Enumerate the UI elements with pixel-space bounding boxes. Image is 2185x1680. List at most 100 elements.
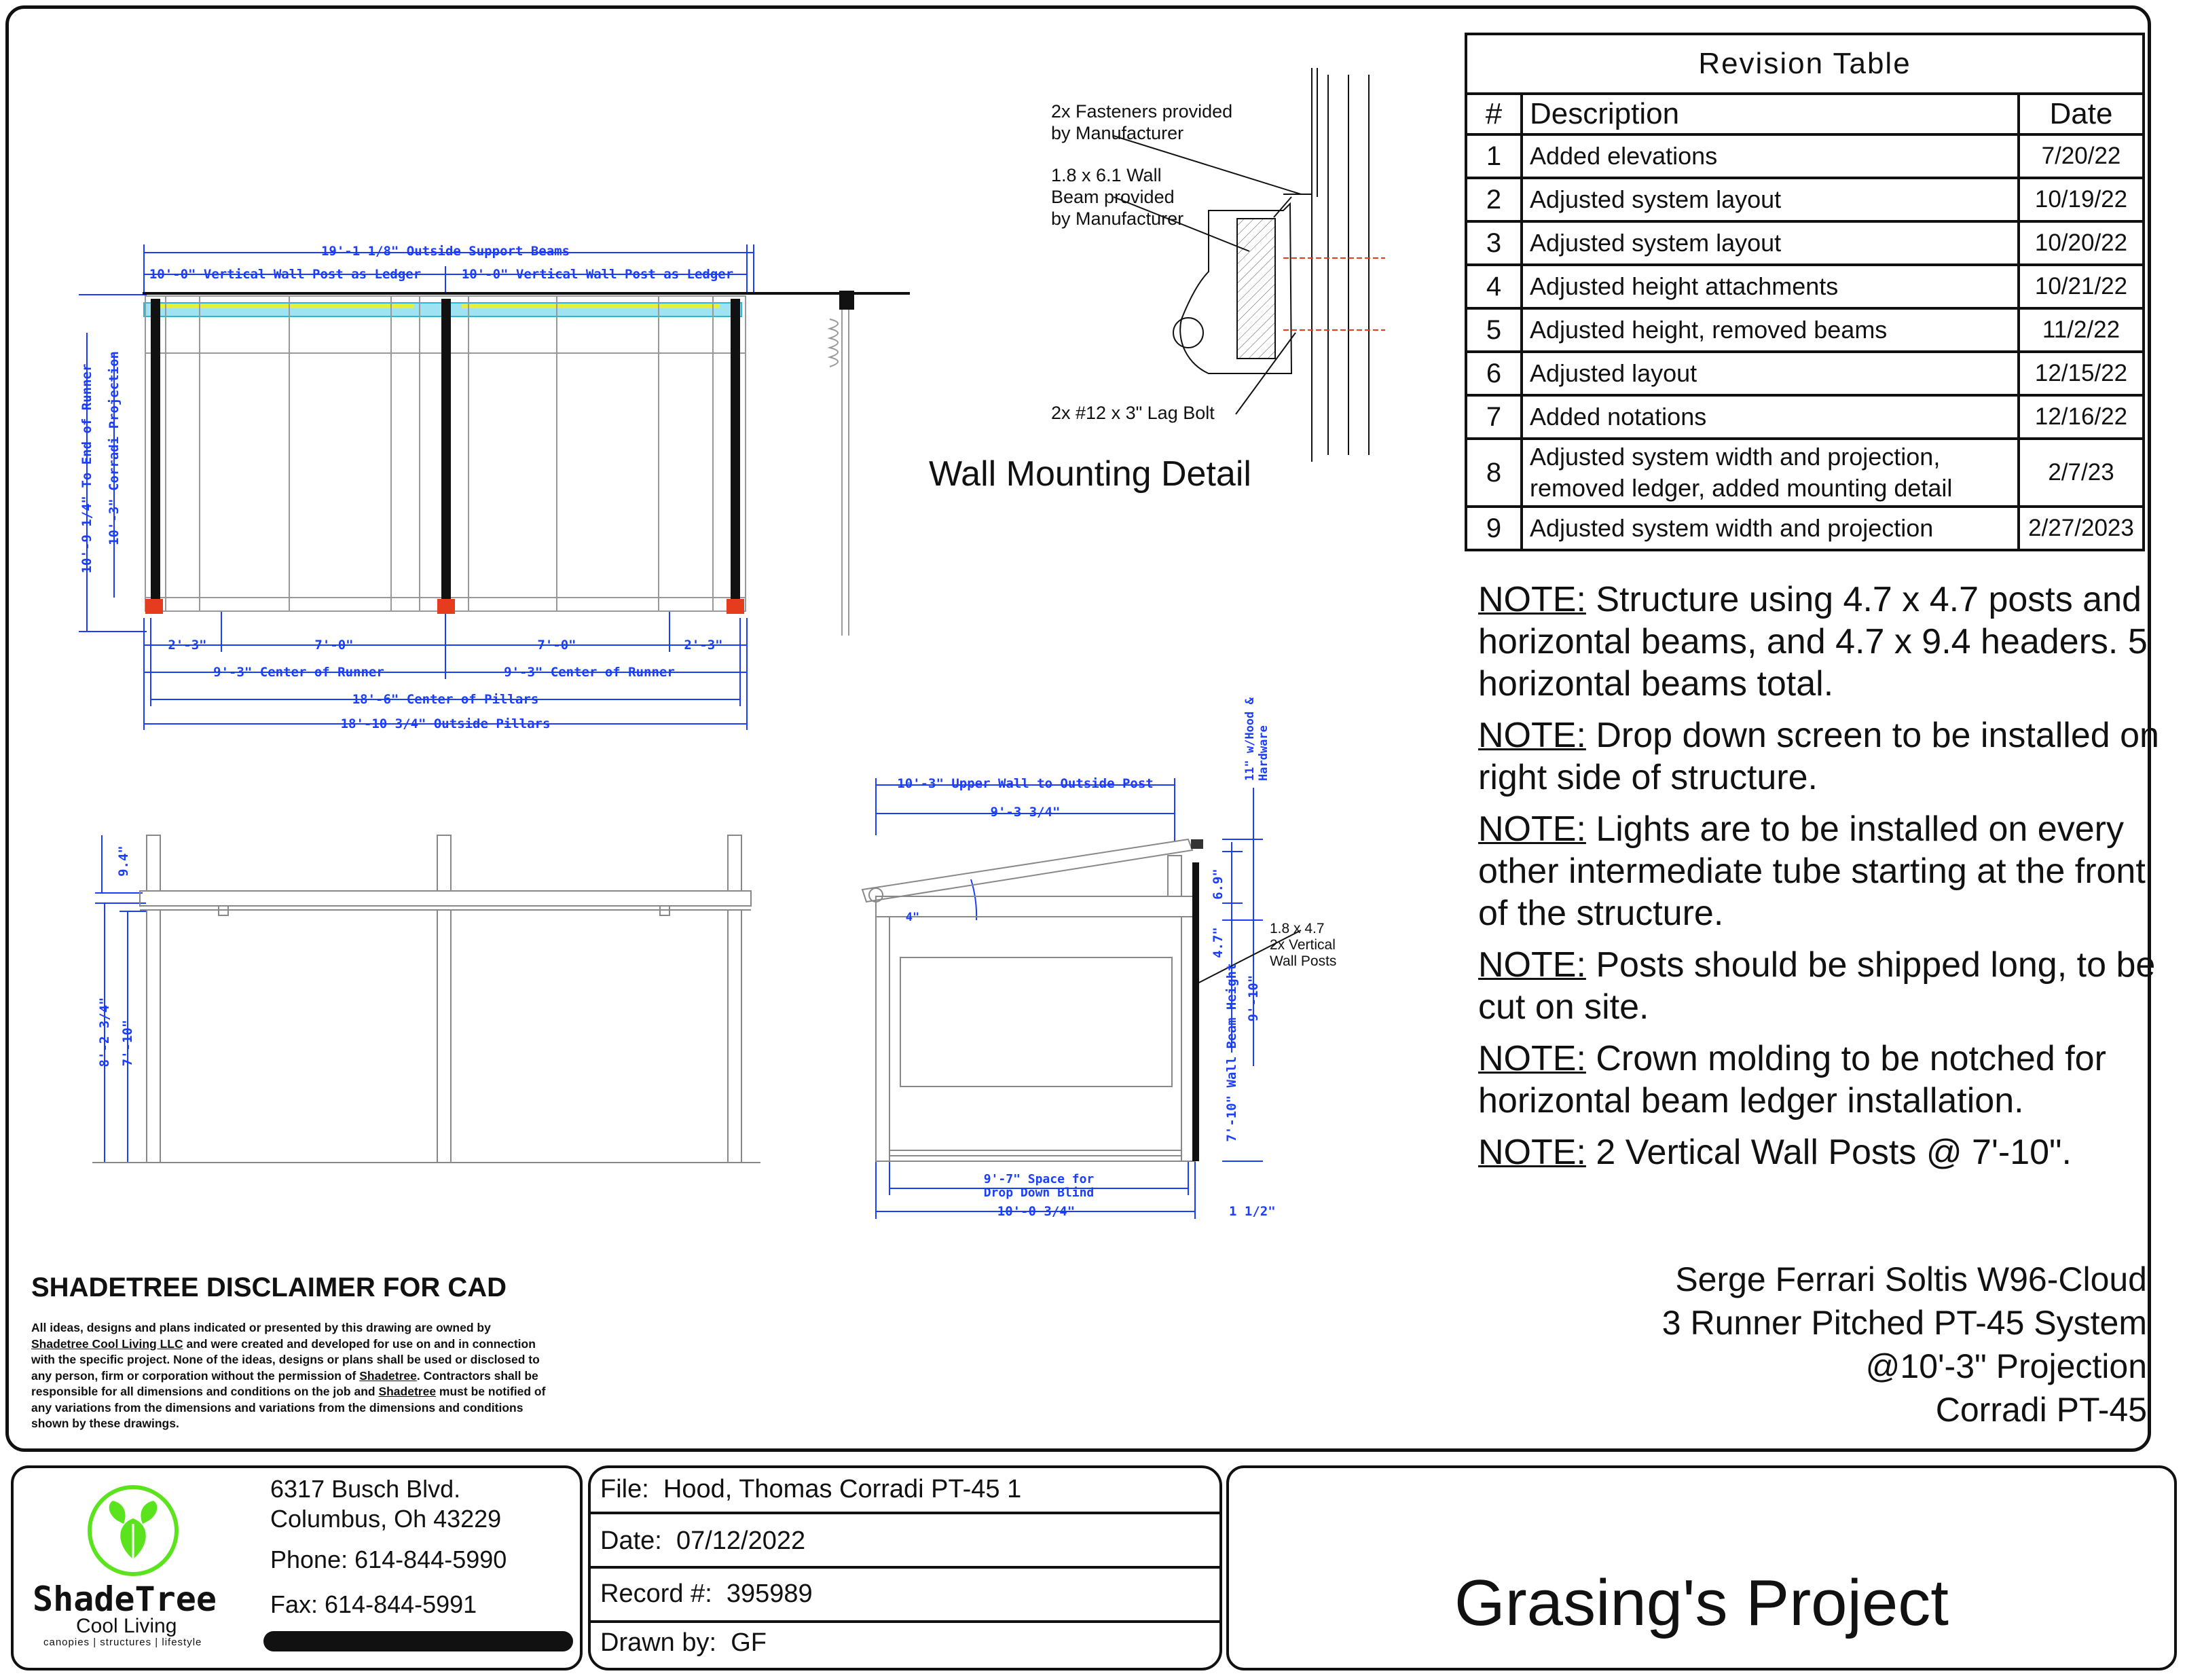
rev-date: 2/27/2023 [2017,505,2145,551]
note-text: Posts should be shipped long, to be cut … [1478,945,2156,1027]
rev-desc: Adjusted height, removed beams [1520,307,2020,353]
table-row: 9 Adjusted system width and projection 2… [1465,505,2145,551]
disclaimer-title: SHADETREE DISCLAIMER FOR CAD [31,1273,507,1302]
callout-fasteners-line1: 2x Fasteners provided [1051,101,1233,122]
dim-7-0-right: 7'-0" [537,638,576,653]
rev-desc: Adjusted system layout [1520,220,2020,266]
side-elevation-drawing: 10'-3" Upper Wall to Outside Post 9'-3 3… [861,697,1336,1219]
dim-corradi-projection: 10'-3" Corradi Projection [107,351,122,545]
notes-section: NOTE: Structure using 4.7 x 4.7 posts an… [1478,579,2171,1183]
callout-lag-bolt: 2x #12 x 3" Lag Bolt [1051,403,1215,423]
note: NOTE: Crown molding to be notched for ho… [1478,1038,2171,1122]
rev-num: 6 [1465,350,1523,397]
table-row: 6 Adjusted layout 12/15/22 [1465,350,2145,397]
note-text: Lights are to be installed on every othe… [1478,809,2146,933]
company-fax: Fax: 614-844-5991 [270,1590,477,1618]
dim-space-2: Drop Down Blind [984,1186,1095,1200]
callout-beam-line3: by Manufacturer [1051,208,1184,229]
plan-view-drawing: 19'-1 1/8" Outside Support Beams 10'-0" … [79,244,910,731]
note: NOTE: 2 Vertical Wall Posts @ 7'-10". [1478,1131,2171,1173]
dim-7-10: 7'-10" [120,1020,135,1067]
dim-2-3-left: 2'-3" [168,638,206,653]
col-header-date: Date [2017,92,2145,136]
dim-center-pillars: 18'-6" Center of Pillars [352,692,539,707]
note: NOTE: Drop down screen to be installed o… [1478,714,2171,799]
disclaimer-p1: All ideas, designs and plans indicated o… [31,1321,491,1334]
table-row: 1 Added elevations 7/20/22 [1465,133,2145,179]
dim-8-2: 8'-2 3/4" [97,998,112,1067]
dim-space-1: 9'-7" Space for [984,1172,1095,1186]
dim-outside-beams: 19'-1 1/8" Outside Support Beams [321,244,570,259]
rev-desc: Added notations [1520,394,2020,440]
dim-7-0-left: 7'-0" [314,638,353,653]
table-row: 3 Adjusted system layout 10/20/22 [1465,220,2145,266]
rev-date: 7/20/22 [2017,133,2145,179]
note-key: NOTE: [1478,809,1586,849]
callout-beam-line1: 1.8 x 6.1 Wall [1051,165,1162,185]
company-address-1: 6317 Busch Blvd. [270,1475,461,1503]
disclaimer-shadetree-2: Shadetree [378,1385,437,1398]
dim-hood: 11" w/Hood & [1243,697,1257,781]
drawn-label: Drawn by: [600,1628,717,1657]
drawing-frame [5,5,2151,1452]
system-type: 3 Runner Pitched PT-45 System [1661,1304,2147,1342]
disclaimer-body: All ideas, designs and plans indicated o… [31,1320,547,1432]
record-label: Record #: [600,1579,712,1608]
system-info: Serge Ferrari Soltis W96-Cloud 3 Runner … [1662,1258,2147,1431]
project-title: Grasing's Project [1454,1567,1949,1639]
dim-4-7: 4.7" [1211,927,1226,958]
revision-table-title: Revision Table [1465,33,2145,95]
file-value: Hood, Thomas Corradi PT-45 1 [663,1475,1022,1503]
disclaimer-p4: must be notified of any variations from … [31,1385,546,1430]
note-text: Structure using 4.7 x 4.7 posts and hori… [1478,580,2148,704]
dim-hardware: Hardware [1257,725,1270,781]
dim-center-runner-left: 9'-3" Center of Runner [213,665,384,680]
note-text: 2 Vertical Wall Posts @ 7'-10". [1585,1133,2072,1172]
rev-desc: Added elevations [1520,133,2020,179]
table-row: 2 Adjusted system layout 10/19/22 [1465,177,2145,223]
dim-center-runner-right: 9'-3" Center of Runner [504,665,675,680]
dim-1-half: 1 1/2" [1229,1204,1276,1219]
redaction-bar [263,1631,573,1651]
system-model: Corradi PT-45 [1935,1391,2147,1429]
company-tagline: canopies | structures | lifestyle [43,1637,202,1648]
callout-wall-beam: 1.8 x 6.1 Wall Beam provided by Manufact… [1051,164,1183,230]
rev-date: 12/16/22 [2017,394,2145,440]
dim-end-of-runner: 10'-9 1/4" To End of Runner [79,364,94,574]
disclaimer-p2: and were created and developed for use o… [31,1336,540,1383]
drawn-field: Drawn by: GF [600,1628,767,1658]
callout-fasteners-line2: by Manufacturer [1051,123,1184,143]
divider [588,1566,1222,1569]
company-address-2: Columbus, Oh 43229 [270,1505,502,1533]
rev-date: 10/20/22 [2017,220,2145,266]
label-posts-3: Wall Posts [1270,953,1336,969]
wall-mount-title: Wall Mounting Detail [929,454,1251,494]
rev-num: 8 [1465,437,1523,508]
table-row: 8 Adjusted system width and projection, … [1465,437,2145,508]
drawn-value: GF [731,1628,767,1657]
rev-num: 3 [1465,220,1523,266]
rev-num: 9 [1465,505,1523,551]
system-projection: @10'-3" Projection [1865,1347,2147,1385]
callout-beam-line2: Beam provided [1051,187,1175,207]
rev-num: 2 [1465,177,1523,223]
dim-10-0: 10'-0 3/4" [997,1204,1075,1219]
file-field: File: Hood, Thomas Corradi PT-45 1 [600,1475,1021,1504]
rev-num: 5 [1465,307,1523,353]
table-row: 5 Adjusted height, removed beams 11/2/22 [1465,307,2145,353]
rev-date: 11/2/22 [2017,307,2145,353]
file-label: File: [600,1475,649,1503]
rev-desc: Adjusted layout [1520,350,2020,397]
record-field: Record #: 395989 [600,1579,813,1609]
rev-desc: Adjusted system width and projection [1520,505,2020,551]
note: NOTE: Structure using 4.7 x 4.7 posts an… [1478,579,2171,705]
revision-table: Revision Table # Description Date 1 Adde… [1465,33,2145,551]
company-logo-sub: Cool Living [76,1615,177,1637]
rev-date: 10/21/22 [2017,263,2145,310]
rev-desc: Adjusted height attachments [1520,263,2020,310]
divider [588,1512,1222,1514]
rev-num: 7 [1465,394,1523,440]
label-posts-1: 1.8 x 4.7 [1270,921,1325,936]
rev-desc: Adjusted system width and projection, re… [1520,437,2020,508]
system-fabric: Serge Ferrari Soltis W96-Cloud [1675,1260,2147,1298]
